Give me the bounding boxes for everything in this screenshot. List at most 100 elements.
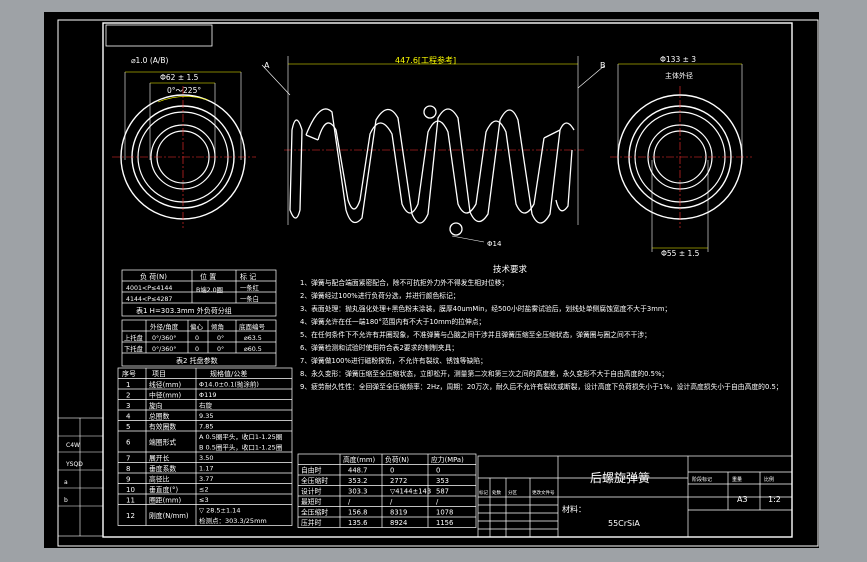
tb-stage: 阶段标记 (692, 476, 712, 483)
params-row-value: A 0.5圈平头，收口1-1.25圈 (199, 432, 282, 441)
dim-free-length: 447.6[工程参考] (395, 55, 456, 65)
dim-angle: 0°～225° (167, 86, 201, 95)
params-row-index: 9 (126, 475, 130, 483)
tech-req-line: 8、永久变形：弹簧压缩至全压缩状态，立即松开，测量第二次和第三次之间的高度差，永… (300, 369, 668, 378)
t1-h-1: 位 置 (200, 272, 216, 281)
t2-h-3: 倾角 (211, 322, 224, 331)
tech-req-line: 4、弹簧允许在任一端180°范围内有不大于10mm的拉伸点； (300, 317, 485, 326)
t1-caption: 表1 H=303.3mm 外负荷分组 (136, 306, 232, 315)
stamp-3: a (64, 479, 68, 486)
load-cell: 1078 (436, 509, 453, 517)
load-cell: 8319 (390, 509, 407, 517)
params-row-value: ▽ 28.5±1.14 (199, 507, 240, 515)
load-cell: / (348, 498, 351, 506)
label-main-od: 主体外径 (665, 71, 693, 80)
t2-r1-c2: 0 (195, 346, 199, 353)
left-stamp-strip (57, 417, 104, 537)
params-row-value: B 0.5圈平头，收口1-1.25圈 (199, 443, 282, 452)
load-cell: 587 (436, 488, 449, 496)
t2-h-1: 外径/角度 (150, 322, 179, 331)
t2-r0-c0: 上托盘 (124, 333, 144, 342)
params-row-index: 3 (126, 402, 130, 410)
params-header: 项目 (152, 370, 166, 378)
datum-a: A (264, 61, 270, 70)
tech-req-line: 7、弹簧做100%进行磁粉探伤，不允许有裂纹、锈蚀等缺陷； (300, 356, 487, 365)
load-cell: 压并时 (301, 518, 322, 527)
load-cell: 自由时 (301, 466, 322, 475)
load-cell: 0 (436, 467, 440, 475)
params-row-item: 中径(mm) (149, 390, 181, 399)
t2-r1-c1: 0°/360° (152, 345, 176, 353)
load-cell: 设计时 (301, 487, 322, 496)
params-row-item: 展开长 (149, 453, 170, 462)
params-row-value: ≤3 (199, 496, 209, 504)
tech-req-line: 5、在任何条件下不允许有并圈现象，不准弹簧与凸脑之间干涉并且弹簧压缩至全压缩状态… (300, 330, 651, 339)
tech-title: 技术要求 (493, 264, 528, 275)
material-label: 材料： (562, 504, 586, 514)
load-cell: 0 (390, 467, 394, 475)
dim-bottom-inner: Φ55 ± 1.5 (661, 249, 700, 258)
params-row-index: 12 (126, 512, 135, 520)
load-cell: 全压缩时 (301, 508, 328, 517)
format: A3 (737, 495, 748, 504)
tech-req-line: 1、弹簧与配合端面紧密配合，除不可抗拒外力外不得发生相对位移； (300, 278, 508, 287)
t1-r1-c0: 4144<P≤4287 (126, 296, 172, 303)
drawing-background (44, 12, 819, 548)
tb-mark: 标记 (479, 489, 488, 496)
t1-r0-c2: 一条红 (240, 283, 260, 292)
t2-r0-c1: 0°/360° (152, 334, 176, 342)
params-row-index: 1 (126, 381, 130, 389)
load-header: 高度(mm) (343, 455, 375, 464)
params-row-item: 刚度(N/mm) (149, 511, 189, 520)
table2-grid (121, 319, 277, 367)
load-cell: 1156 (436, 519, 453, 527)
t1-h-2: 标 记 (240, 272, 256, 281)
params-header: 规格值/公差 (210, 369, 247, 378)
params-row-value: Φ14.0±0.1(抛涂前) (199, 380, 259, 389)
t2-r1-c3: 0° (217, 345, 224, 353)
params-row-value: 3.50 (199, 454, 213, 462)
params-row-item: 高径比 (149, 474, 170, 483)
load-cell: 全压缩时 (301, 476, 328, 485)
params-row-index: 11 (126, 496, 135, 504)
outer-frame (57, 19, 819, 547)
t2-h-2: 偏心 (190, 322, 204, 331)
load-cell: 448.7 (348, 467, 367, 475)
stamp-4: b (64, 497, 68, 504)
params-row-index: 2 (126, 391, 130, 399)
tb-scale: 比例 (764, 476, 774, 483)
title-block-grid (477, 455, 793, 538)
corner-box (105, 24, 213, 47)
params-row-item: 总圈数 (149, 411, 170, 420)
tb-count: 处数 (492, 489, 501, 496)
t1-r1-c2: 一条白 (240, 294, 259, 303)
inner-frame (102, 22, 793, 538)
left-end-view (112, 71, 256, 228)
t2-r1-c4: ⌀60.5 (244, 346, 262, 353)
load-header: 应力(MPa) (431, 455, 464, 464)
params-row-item: 垂直度(°) (149, 485, 178, 494)
tech-requirements: 1、弹簧与配合端面紧密配合，除不可抗拒外力外不得发生相对位移； 2、弹簧经过100… (300, 278, 783, 391)
t1-r0-c0: 4001<P≤4144 (126, 285, 172, 292)
params-row-item: 垂度系数 (149, 464, 176, 473)
t2-r0-c3: 0° (217, 334, 224, 342)
params-row-item: 旋向 (149, 401, 163, 410)
load-cell: 2772 (390, 477, 407, 485)
params-row-index: 8 (126, 465, 130, 473)
tech-req-line: 3、表面处理：抛丸强化处理+黑色粉末涂装，膜厚40umMin，经500小时盐雾试… (300, 304, 671, 313)
datum-b: B (600, 61, 606, 70)
load-cell: 303.3 (348, 488, 367, 496)
tech-req-line: 2、弹簧经过100%进行负荷分选，并进行颜色标记； (300, 291, 460, 300)
params-row-value: Φ119 (199, 391, 217, 399)
params-row-value: 3.77 (199, 475, 213, 483)
scale: 1:2 (768, 495, 781, 504)
params-row-index: 5 (126, 423, 130, 431)
dim-top-inner: Φ62 ± 1.5 (160, 73, 199, 82)
params-row-index: 7 (126, 454, 130, 462)
load-cell: 135.6 (348, 519, 367, 527)
t1-h-0: 负 荷(N) (140, 272, 167, 281)
dim-outer-dia: Φ133 ± 3 (660, 55, 696, 64)
tb-weight: 重量 (732, 476, 742, 483)
